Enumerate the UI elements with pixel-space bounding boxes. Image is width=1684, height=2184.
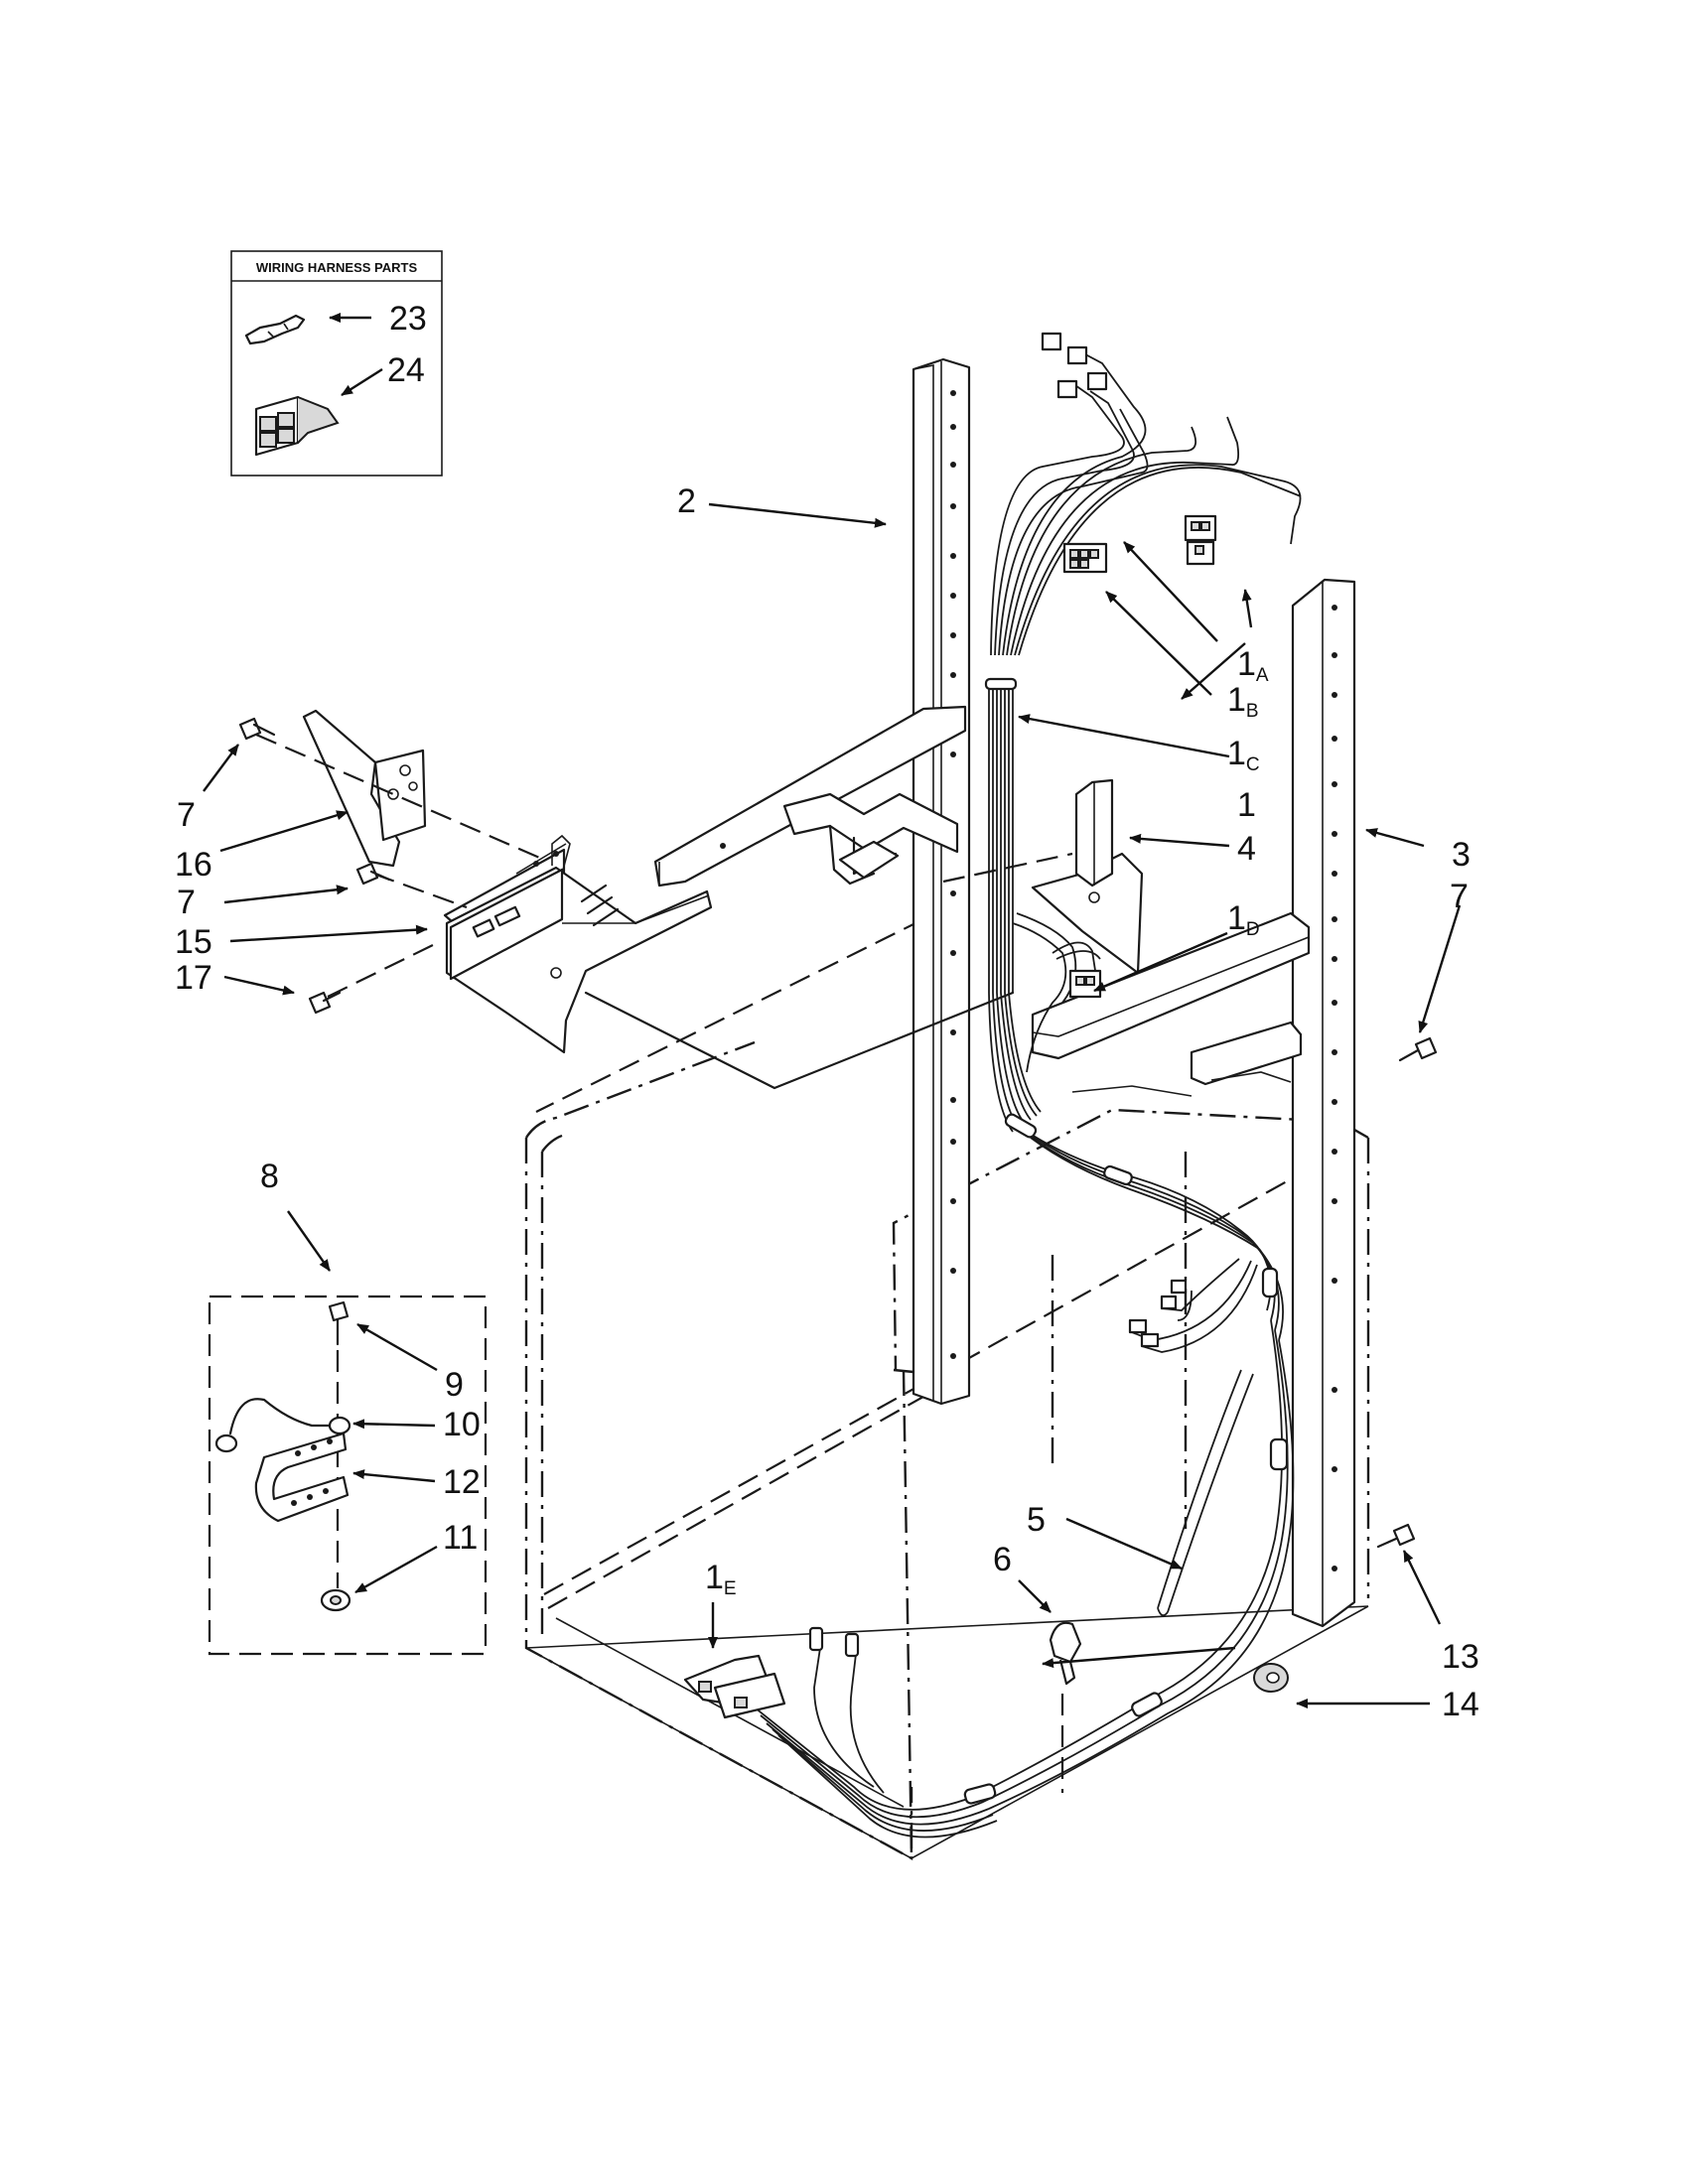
- callout-12: 12: [443, 1463, 481, 1501]
- wiring-harness-parts-inset: WIRING HARNESS PARTS 23 24: [230, 250, 443, 477]
- connector-1c-icon: [1062, 542, 1108, 574]
- connector-1b-icon: [1184, 514, 1217, 542]
- shield-strap-icon: [254, 1432, 350, 1523]
- callout-8: 8: [260, 1158, 279, 1195]
- screw-icon: [238, 717, 276, 741]
- clip-part-6-icon: [1049, 1621, 1082, 1686]
- wiring-harness-part-1: [683, 332, 1302, 1839]
- screw-icon: [1398, 1036, 1438, 1062]
- callout-10: 10: [443, 1406, 481, 1443]
- screw-icon: [355, 862, 391, 886]
- terminal-part-icon: [244, 314, 306, 345]
- connector-1a-icon: [1186, 540, 1215, 566]
- callout-5: 5: [1027, 1501, 1046, 1539]
- ground-wire-icon: [214, 1398, 351, 1453]
- callout-7-right: 7: [1450, 878, 1469, 915]
- callout-2: 2: [677, 482, 696, 520]
- callout-3: 3: [1452, 836, 1471, 874]
- callout-15: 15: [175, 923, 212, 961]
- washer-icon: [1253, 1663, 1289, 1693]
- callout-4: 4: [1237, 830, 1256, 868]
- control-bracket-part-15: [443, 834, 713, 1054]
- callout-7-lower: 7: [177, 884, 196, 921]
- callout-1: 1: [1237, 786, 1256, 824]
- bracket-part-4: [1031, 778, 1144, 975]
- ground-screw-icon: [328, 1300, 350, 1346]
- callout-9: 9: [445, 1366, 464, 1404]
- callout-1c: 1C: [1227, 735, 1260, 775]
- callout-1a: 1A: [1237, 645, 1269, 686]
- callout-7-upper: 7: [177, 796, 196, 834]
- inset-title: WIRING HARNESS PARTS: [256, 260, 418, 275]
- callout-24: 24: [387, 351, 425, 389]
- connector-housing-part-icon: [254, 395, 340, 457]
- callout-13: 13: [1442, 1638, 1479, 1676]
- screw-icon: [308, 991, 342, 1015]
- connector-1d-icon: [1068, 969, 1102, 999]
- ground-washer-icon: [320, 1588, 351, 1612]
- right-post-frame: [1031, 578, 1356, 1628]
- board-part-16: [302, 709, 427, 868]
- left-post-frame: [653, 357, 971, 1406]
- callout-11: 11: [443, 1519, 478, 1557]
- callout-1b: 1B: [1227, 681, 1259, 722]
- right-post-holes: [1332, 605, 1337, 1571]
- callout-23: 23: [389, 300, 427, 338]
- callout-labels: 2 3 4 5 6 7 7 7 8 9 10 11 12 13 14 15 16…: [175, 482, 1479, 1723]
- callout-arrows: [203, 502, 1462, 1708]
- connector-top-icons: [1041, 332, 1108, 399]
- connector-1e-icon: [683, 1654, 786, 1719]
- callout-6: 6: [993, 1541, 1012, 1578]
- callout-17: 17: [175, 959, 212, 997]
- callout-14: 14: [1442, 1686, 1479, 1723]
- callout-1e: 1E: [705, 1559, 737, 1599]
- screw-icon: [1376, 1523, 1416, 1549]
- terminal-icons: [1128, 1279, 1188, 1348]
- callout-16: 16: [175, 846, 212, 884]
- callout-1d: 1D: [1227, 899, 1260, 940]
- ground-strap-inset: [208, 1295, 488, 1656]
